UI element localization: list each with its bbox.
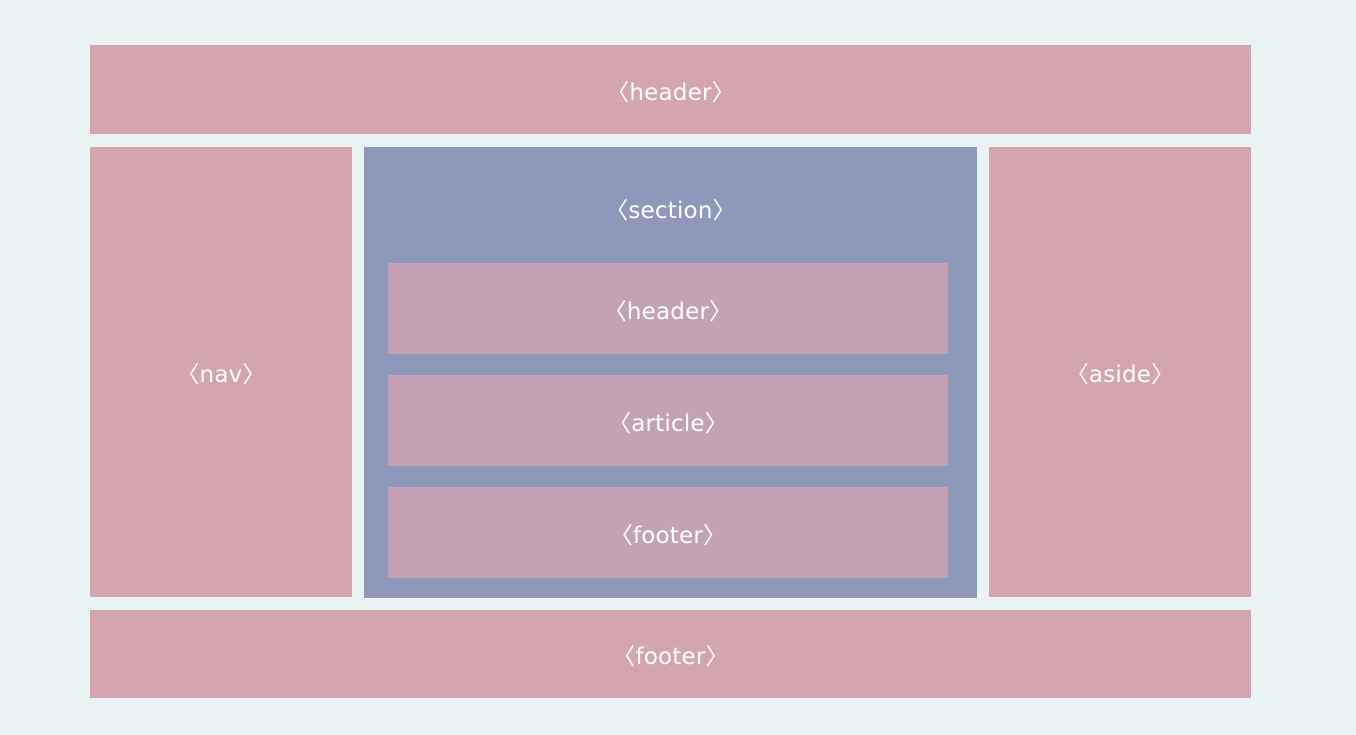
section-header-label: 〈header〉 bbox=[603, 298, 733, 325]
page-footer-block: 〈footer〉 bbox=[90, 610, 1251, 698]
aside-label: 〈aside〉 bbox=[1065, 362, 1175, 388]
section-footer-block: 〈footer〉 bbox=[388, 487, 948, 578]
section-header-block: 〈header〉 bbox=[388, 263, 948, 354]
section-footer-label: 〈footer〉 bbox=[609, 522, 727, 549]
page-header-block: 〈header〉 bbox=[90, 45, 1251, 134]
section-title: 〈section〉 bbox=[364, 185, 977, 231]
section-article-label: 〈article〉 bbox=[608, 410, 728, 437]
nav-block: 〈nav〉 bbox=[90, 147, 352, 597]
section-label: 〈section〉 bbox=[605, 198, 736, 224]
page-footer-label: 〈footer〉 bbox=[612, 644, 729, 670]
aside-block: 〈aside〉 bbox=[989, 147, 1251, 597]
page-header-label: 〈header〉 bbox=[606, 79, 735, 106]
nav-label: 〈nav〉 bbox=[176, 362, 266, 388]
section-article-block: 〈article〉 bbox=[388, 375, 948, 466]
